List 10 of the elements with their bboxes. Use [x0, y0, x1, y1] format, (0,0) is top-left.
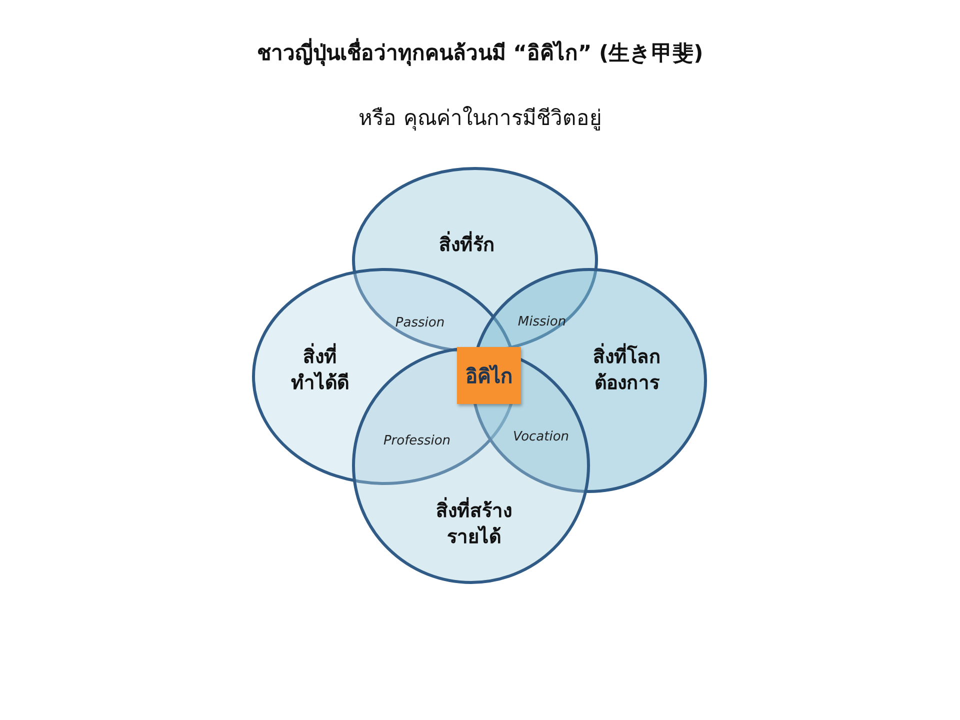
circle-label: สิ่งที่ทำได้ดี — [281, 344, 359, 396]
overlap-label: Mission — [518, 314, 566, 330]
title: ชาวญี่ปุ่นเชื่อว่าทุกคนล้วนมี “อิคิไก” (生き甲斐) — [0, 36, 960, 69]
overlap-label: Profession — [383, 434, 451, 448]
circle-label: สิ่งที่สร้างรายได้ — [428, 498, 520, 550]
subtitle: หรือ คุณค่าในการมีชีวิตอยู่ — [358, 105, 602, 133]
overlap-label: Vocation — [512, 430, 570, 444]
overlap-label: Passion — [395, 316, 445, 330]
circle-label: สิ่งที่โลกต้องการ — [574, 344, 680, 396]
circle-label: สิ่งที่รัก — [397, 232, 537, 258]
